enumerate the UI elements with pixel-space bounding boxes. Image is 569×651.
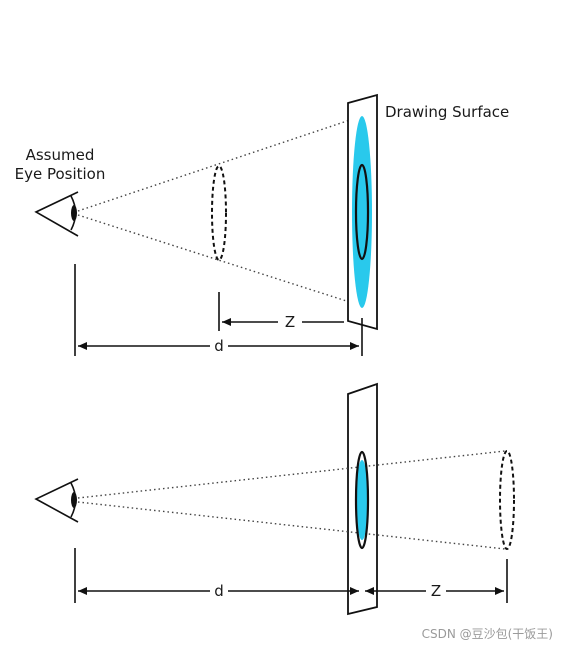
- sight-ray-lower: [77, 214, 363, 307]
- projected-image: [356, 460, 368, 540]
- d-label: d: [214, 337, 224, 355]
- eye-icon: [34, 478, 79, 523]
- sight-ray-lower: [77, 501, 506, 550]
- virtual-object: [499, 450, 515, 550]
- eye-position-label-line1: Assumed: [26, 146, 95, 164]
- bottom-diagram: d Z: [34, 382, 515, 616]
- object-outline-on-surface: [354, 163, 370, 261]
- drawing-surface-label: Drawing Surface: [385, 103, 509, 121]
- eye-position-label-line2: Eye Position: [15, 165, 106, 183]
- eye-icon: [34, 191, 79, 237]
- d-label: d: [214, 582, 224, 600]
- top-diagram: Z d Drawing Surface Assumed Eye Position: [15, 93, 509, 356]
- object-outline-on-surface: [354, 450, 370, 550]
- z-label: Z: [285, 313, 295, 331]
- projected-image: [352, 116, 372, 308]
- z-label: Z: [431, 582, 441, 600]
- sight-ray-upper: [77, 115, 363, 212]
- virtual-object: [211, 165, 227, 261]
- sight-ray-upper: [77, 450, 506, 499]
- watermark: CSDN @豆沙包(干饭王): [422, 627, 553, 641]
